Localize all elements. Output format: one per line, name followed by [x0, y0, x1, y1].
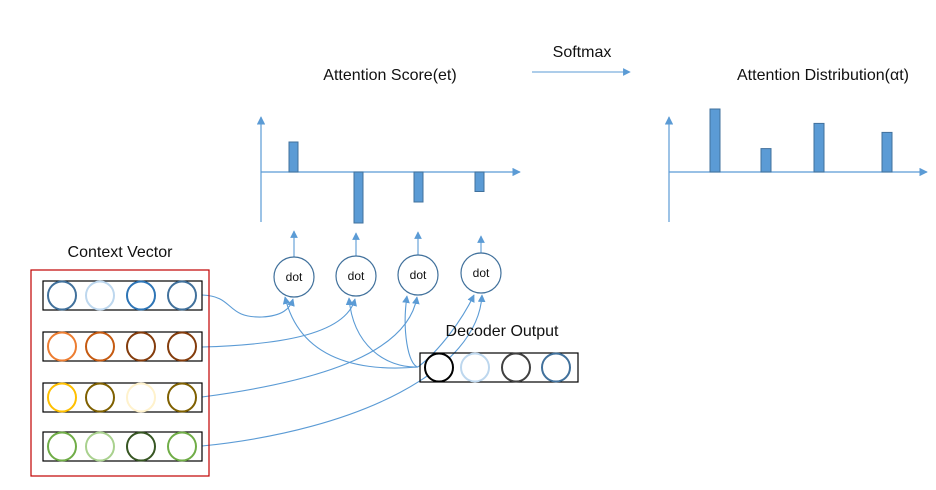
decoder-output-cells — [424, 352, 571, 383]
context-row-3-connector — [201, 296, 420, 398]
score-bars — [288, 141, 485, 224]
dot-3-label: dot — [410, 268, 427, 282]
context-row-1-cell-2 — [85, 280, 115, 311]
decoder-output-box — [419, 352, 579, 383]
context-row-3 — [42, 382, 203, 413]
decoder-to-dot-1-connector — [282, 296, 419, 369]
score-bar-2 — [353, 171, 364, 224]
dot-node-4: dot — [460, 252, 502, 294]
distribution-bar-3 — [813, 122, 825, 173]
context-vector-rows — [42, 280, 203, 462]
context-row-4-cell-2 — [85, 431, 115, 462]
context-row-2-cell-2 — [85, 331, 115, 362]
dot-4-label: dot — [473, 266, 490, 280]
context-row-2-cell-3 — [126, 331, 156, 362]
score-bar-3 — [413, 171, 424, 203]
decoder-output-cell-4 — [541, 352, 571, 383]
decoder-output-cell-1 — [424, 352, 454, 383]
context-vector-label: Context Vector — [68, 244, 174, 261]
context-row-1-cell-3 — [126, 280, 156, 311]
context-row-3-cell-3 — [126, 382, 156, 413]
decoder-to-dot-4-connector — [417, 294, 475, 368]
decoder-output-cell-3 — [501, 352, 531, 383]
context-row-3-cell-4 — [167, 382, 197, 413]
context-row-4 — [42, 431, 203, 462]
context-row-4-cell-4 — [167, 431, 197, 462]
context-vector-box — [30, 269, 210, 477]
context-row-2-connector — [201, 298, 357, 348]
score-bar-1 — [288, 141, 299, 173]
dot-node-3: dot — [397, 254, 439, 296]
decoder-to-dot-2-connector — [345, 297, 419, 368]
attention-distribution-title: Attention Distribution(αt) — [737, 67, 909, 84]
score-bar-4 — [474, 171, 485, 192]
distribution-bars — [709, 108, 893, 173]
decoder-output-cell-2 — [460, 352, 490, 383]
context-row-1-cell-1 — [47, 280, 77, 311]
attention-score-title: Attention Score(et) — [323, 67, 456, 84]
dot-node-2: dot — [335, 255, 377, 297]
context-row-2-cell-4 — [167, 331, 197, 362]
context-row-4-connector — [201, 294, 486, 447]
context-row-1-connector — [201, 294, 295, 318]
context-row-3-cell-2 — [85, 382, 115, 413]
context-row-4-cell-3 — [126, 431, 156, 462]
distribution-bar-4 — [881, 131, 893, 173]
context-row-1-cell-4 — [167, 280, 197, 311]
context-row-2 — [42, 331, 203, 362]
context-row-2-cell-1 — [47, 331, 77, 362]
dot-1-label: dot — [286, 270, 303, 284]
dot-2-label: dot — [348, 269, 365, 283]
context-row-1 — [42, 280, 203, 311]
dot-node-1: dot — [273, 256, 315, 298]
decoder-output-label: Decoder Output — [446, 323, 560, 340]
context-row-4-cell-1 — [47, 431, 77, 462]
softmax-label: Softmax — [553, 44, 612, 61]
distribution-bar-1 — [709, 108, 721, 173]
decoder-to-dot-3-connector — [402, 295, 419, 368]
distribution-bar-2 — [760, 148, 772, 173]
context-row-3-cell-1 — [47, 382, 77, 413]
